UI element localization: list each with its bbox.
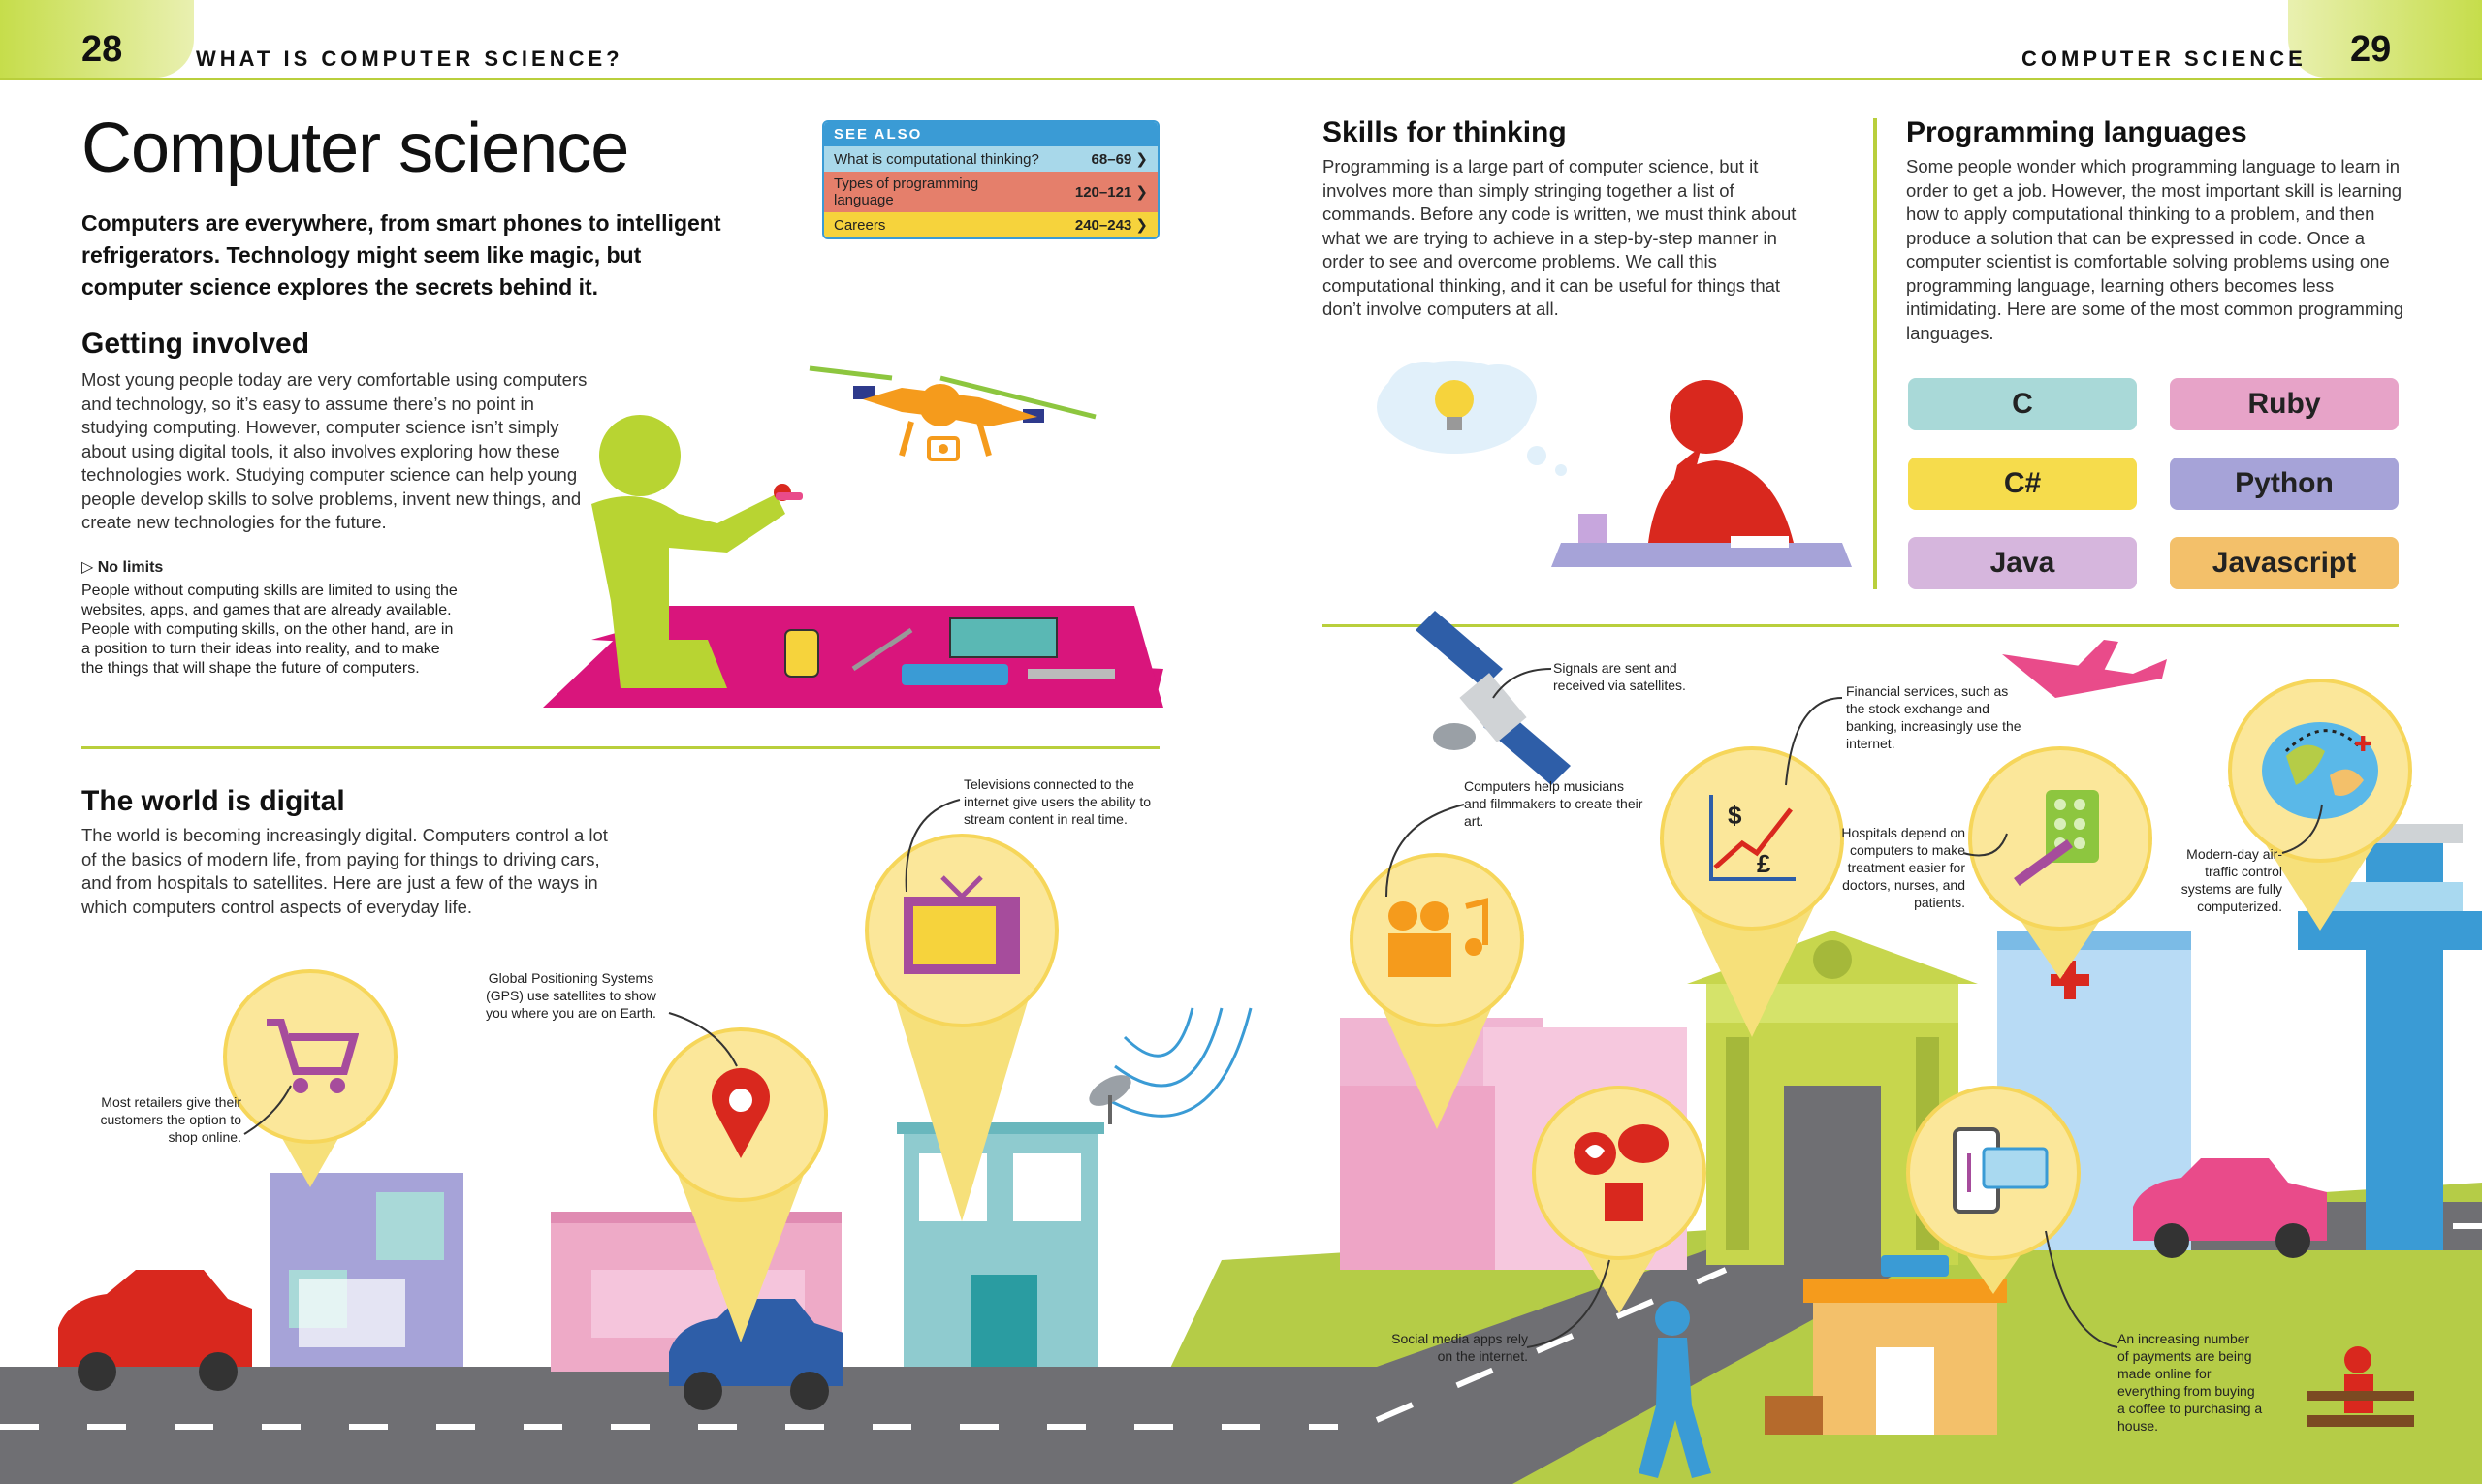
- see-also-item-pages: 68–69 ❯: [1091, 151, 1148, 168]
- language-pill-javascript: Javascript: [2170, 537, 2399, 589]
- shopping-annotation: Most retailers give their customers the …: [100, 1094, 241, 1145]
- dollar-sign-text: $: [1728, 801, 1742, 830]
- globe-route-icon: ✚: [2262, 722, 2378, 819]
- shopping-cart-icon: [267, 1019, 359, 1093]
- language-pill-python: Python: [2170, 458, 2399, 510]
- satellite-icon: [1416, 611, 1571, 785]
- see-also-item[interactable]: What is computational thinking? 68–69 ❯: [824, 146, 1158, 172]
- column-divider: [1873, 118, 1877, 589]
- no-limits-body: People without computing skills are limi…: [81, 583, 458, 677]
- see-also-box: SEE ALSO What is computational thinking?…: [822, 120, 1160, 239]
- left-running-head: WHAT IS COMPUTER SCIENCE?: [196, 47, 623, 71]
- map-marker-icon: [712, 1067, 770, 1158]
- payments-annotation: An increasing number of payments are bei…: [2117, 1331, 2263, 1434]
- cafe-building: [1765, 1255, 2007, 1435]
- skills-body: Programming is a large part of computer …: [1322, 156, 1797, 319]
- see-also-item[interactable]: Types of programming language 120–121 ❯: [824, 172, 1158, 212]
- desk-shape: [1551, 543, 1852, 567]
- page-title: Computer science: [81, 110, 629, 187]
- triangle-bullet-icon: ▷: [81, 559, 98, 576]
- pound-sign-text: £: [1757, 849, 1771, 878]
- programming-languages-body: Some people wonder which programming lan…: [1906, 156, 2404, 343]
- section-divider-right: [1322, 624, 2399, 627]
- film-camera-music-icon: [1388, 898, 1488, 977]
- lead-paragraph: Computers are everywhere, from smart pho…: [81, 210, 721, 300]
- television-icon: [904, 875, 1020, 974]
- bench-person-icon: [2307, 1346, 2414, 1427]
- radio-waves-icon: [1099, 1007, 1253, 1118]
- language-pill-java: Java: [1908, 537, 2137, 589]
- getting-involved-heading: Getting involved: [81, 328, 310, 360]
- thinking-illustration: [1377, 361, 1852, 567]
- right-page-tab: [2288, 0, 2482, 78]
- financial-annotation: Financial services, such as the stock ex…: [1846, 683, 2021, 751]
- drone-icon: [809, 365, 1097, 461]
- world-digital-heading: The world is digital: [81, 785, 345, 817]
- maker-illustration: [543, 365, 1163, 708]
- gps-annotation: Global Positioning Systems (GPS) use sat…: [486, 970, 656, 1021]
- tv-annotation: Televisions connected to the internet gi…: [964, 776, 1151, 827]
- satellite-annotation: Signals are sent and received via satell…: [1553, 660, 1686, 693]
- see-also-item[interactable]: Careers 240–243 ❯: [824, 212, 1158, 237]
- see-also-item-label: Careers: [834, 216, 886, 234]
- left-page-tab: [0, 0, 194, 78]
- red-car-left-icon: [58, 1270, 252, 1391]
- right-running-head: COMPUTER SCIENCE: [2021, 47, 2307, 71]
- see-also-item-pages: 240–243 ❯: [1074, 217, 1148, 234]
- language-pill-ruby: Ruby: [2170, 378, 2399, 430]
- musicians-annotation: Computers help musicians and filmmakers …: [1464, 778, 1643, 829]
- header-rule: [0, 78, 2482, 80]
- programming-languages-heading: Programming languages: [1906, 116, 2247, 148]
- lightbulb-icon: [1435, 380, 1474, 430]
- skills-heading: Skills for thinking: [1322, 116, 1567, 148]
- svg-text:✚: ✚: [2354, 732, 2371, 756]
- see-also-item-pages: 120–121 ❯: [1074, 184, 1148, 201]
- see-also-item-label: What is computational thinking?: [834, 150, 1039, 168]
- pencil-pot-icon: [1578, 514, 1607, 543]
- red-car-right-icon: [2133, 1158, 2327, 1258]
- mobile-payment-icon: [1953, 1127, 2049, 1214]
- world-digital-body: The world is becoming increasingly digit…: [81, 825, 608, 917]
- air-traffic-annotation: Modern-day air-traffic control systems a…: [2180, 846, 2282, 914]
- see-also-heading: SEE ALSO: [824, 122, 1158, 146]
- hospitals-annotation: Hospitals depend on computers to make tr…: [1841, 825, 1965, 910]
- language-pill-c: C: [1908, 378, 2137, 430]
- kneeling-person-icon: [591, 415, 803, 688]
- medicine-icon: [2014, 790, 2099, 887]
- airplane-icon: [2002, 640, 2167, 698]
- left-page-number: 28: [81, 29, 123, 70]
- road-shape: [0, 1202, 2482, 1484]
- social-media-icon: [1574, 1124, 1669, 1221]
- electronic-tools-icon: [784, 617, 1115, 685]
- right-page-number: 29: [2350, 29, 2392, 70]
- thinking-person-icon: [1648, 380, 1794, 548]
- no-limits-heading: ▷ No limits: [81, 559, 164, 576]
- social-media-annotation: Social media apps rely on the internet.: [1391, 1331, 1528, 1364]
- section-divider: [81, 746, 1160, 749]
- see-also-item-label: Types of programming language: [834, 175, 979, 208]
- language-pill-csharp: C#: [1908, 458, 2137, 510]
- finance-chart-icon: $ £: [1709, 795, 1796, 881]
- getting-involved-body: Most young people today are very comfort…: [81, 369, 588, 532]
- satellite-dish-icon: [1089, 1075, 1131, 1124]
